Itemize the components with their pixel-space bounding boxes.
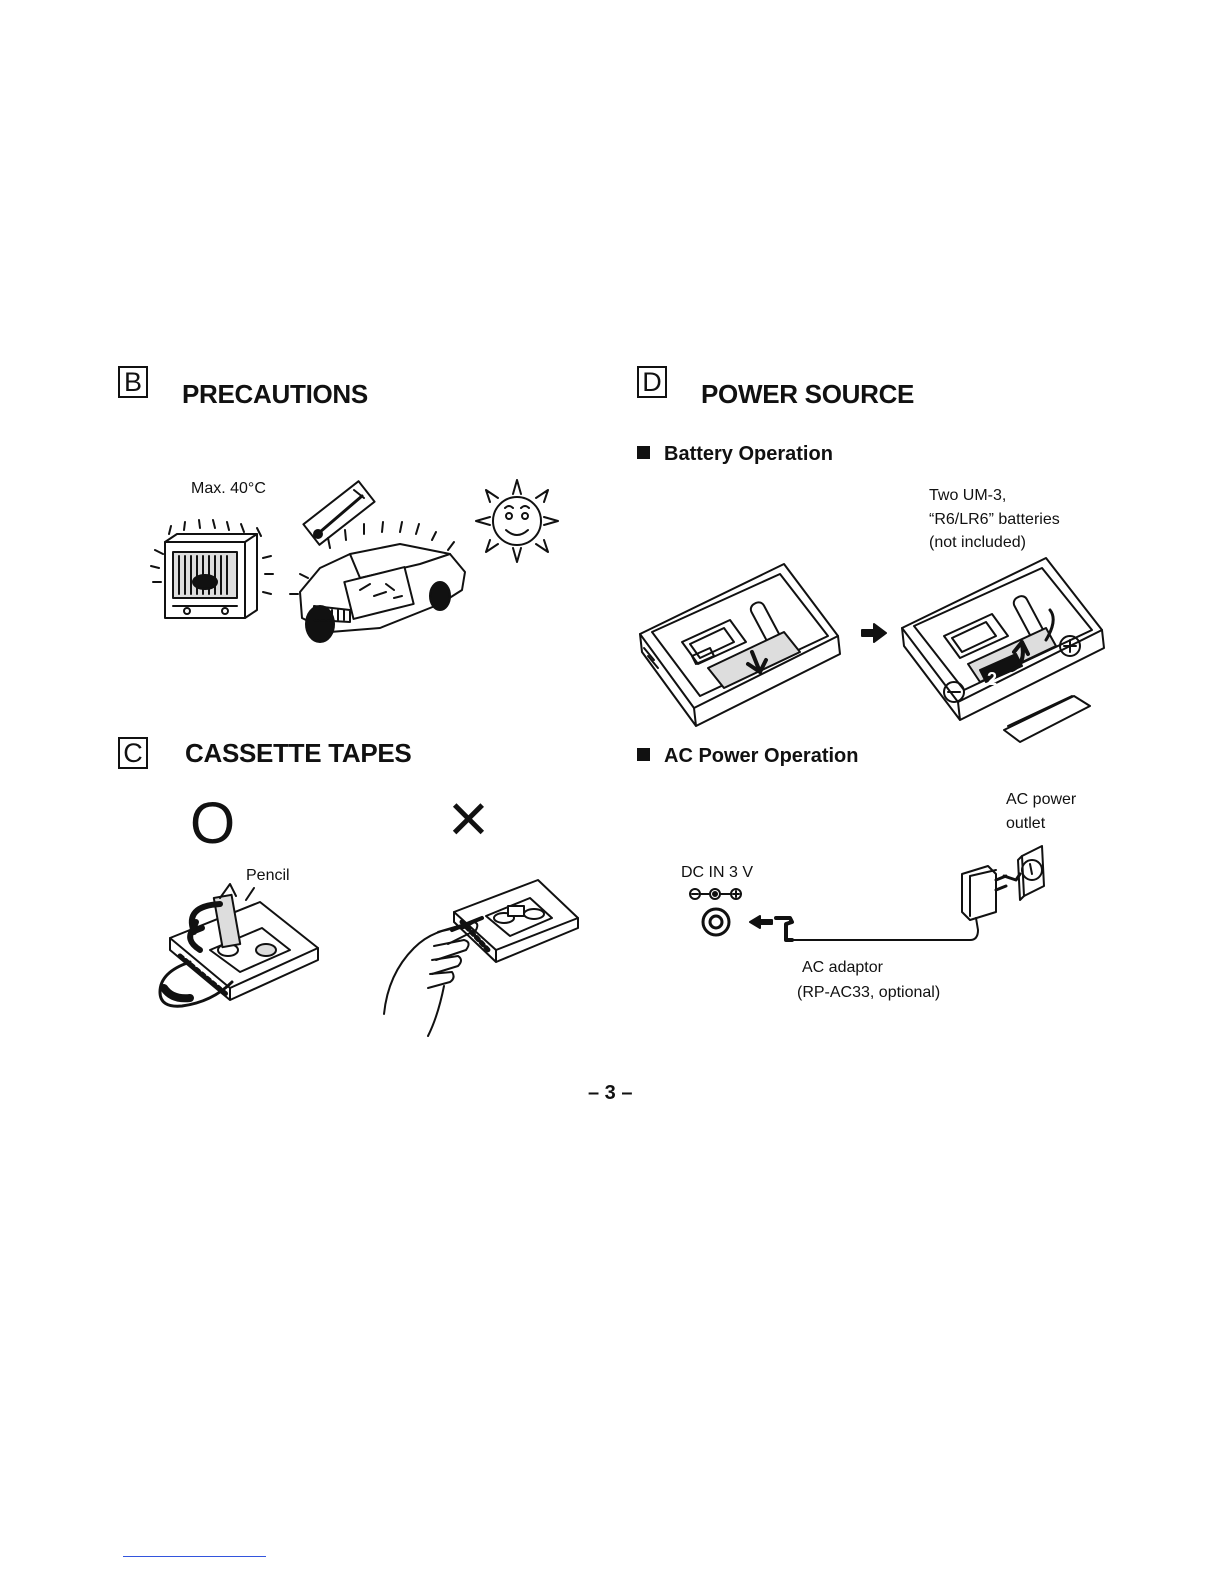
bullet-icon <box>637 748 650 761</box>
battery-note-line-1: Two UM-3, <box>929 485 1006 507</box>
ac-power-operation-heading: AC Power Operation <box>637 745 858 768</box>
ac-power-operation-text: AC Power Operation <box>664 745 858 767</box>
hot-radio-illustration <box>145 520 285 620</box>
power-source-heading: POWER SOURCE <box>701 379 914 410</box>
ac-outlet-line-1: AC power <box>1006 789 1076 811</box>
page-number: – 3 – <box>588 1082 632 1105</box>
player-lid-open-illustration <box>896 554 1108 750</box>
section-letter-b: B <box>118 366 148 398</box>
right-arrow-icon <box>860 622 888 644</box>
sun-icon <box>472 476 562 566</box>
incorrect-symbol: × <box>448 790 489 846</box>
battery-note-line-3: (not included) <box>929 532 1026 554</box>
ac-adaptor-connection-illustration <box>700 840 1060 960</box>
correct-symbol: O <box>190 796 235 852</box>
ac-outlet-line-2: outlet <box>1006 813 1045 835</box>
battery-step-number: 2 <box>987 668 997 690</box>
battery-note-line-2: “R6/LR6” batteries <box>929 509 1060 531</box>
player-lid-closed-illustration <box>634 560 844 730</box>
battery-operation-text: Battery Operation <box>664 443 833 465</box>
hot-car-illustration <box>290 520 470 650</box>
max-temperature-label: Max. 40°C <box>191 478 266 500</box>
pencil-label: Pencil <box>246 865 290 887</box>
section-letter-c: C <box>118 737 148 769</box>
bullet-icon <box>637 446 650 459</box>
cassette-tapes-heading: CASSETTE TAPES <box>185 738 411 769</box>
bottom-link-rule <box>123 1556 266 1557</box>
battery-operation-heading: Battery Operation <box>637 443 833 466</box>
ac-adaptor-line-1: AC adaptor <box>802 957 883 979</box>
ac-adaptor-line-2: (RP-AC33, optional) <box>797 982 940 1004</box>
precautions-heading: PRECAUTIONS <box>182 379 368 410</box>
cassette-hand-illustration <box>378 876 588 1036</box>
cassette-pencil-illustration <box>150 888 330 1018</box>
section-letter-d: D <box>637 366 667 398</box>
